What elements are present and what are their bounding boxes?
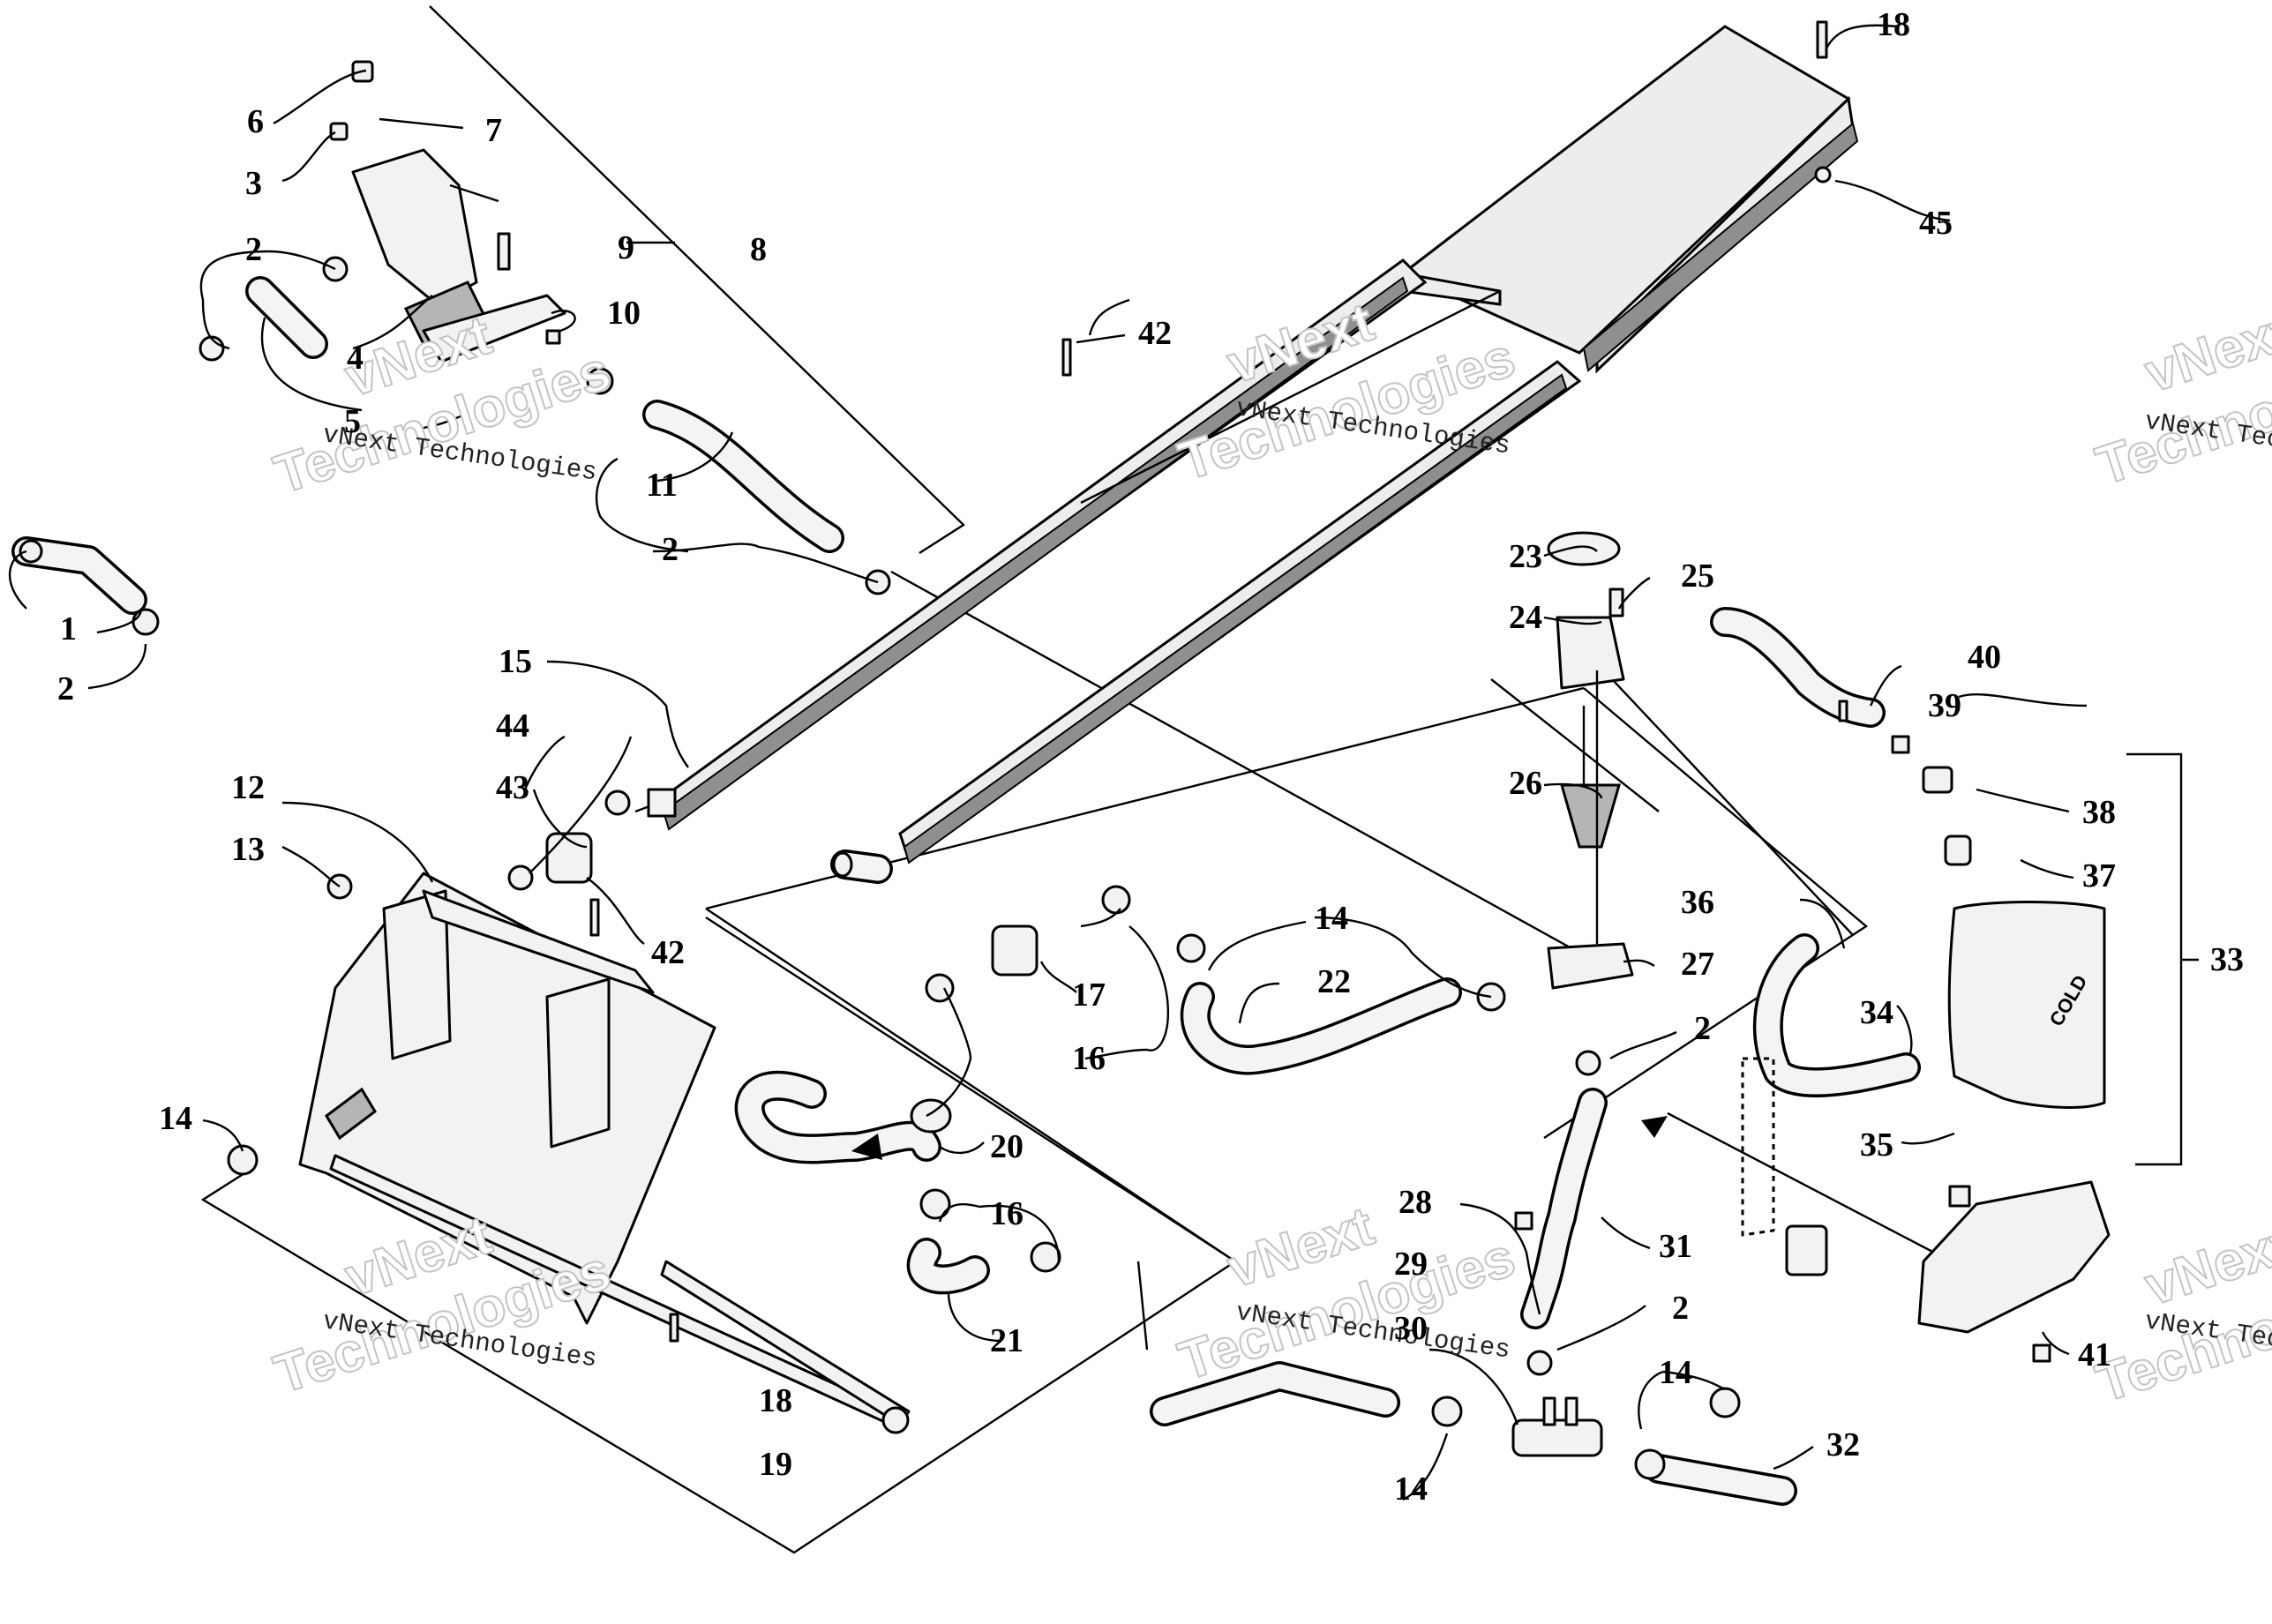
callout-18: 18: [759, 1382, 792, 1419]
callout-14: 14: [1659, 1354, 1692, 1391]
callout-44: 44: [496, 707, 529, 745]
callout-25: 25: [1681, 558, 1714, 595]
callout-23: 23: [1509, 538, 1542, 575]
hoses: [11, 276, 1921, 1506]
callout-42: 42: [651, 934, 685, 971]
callout-2: 2: [662, 531, 679, 568]
fittings-and-clamps: [19, 20, 2111, 1480]
callout-33: 33: [2210, 941, 2244, 978]
callout-21: 21: [990, 1322, 1024, 1359]
leader-lines: [9, 24, 2088, 1501]
callout-14: 14: [1315, 900, 1348, 937]
callout-1: 1: [60, 610, 77, 647]
callout-31: 31: [1659, 1228, 1692, 1265]
callout-35: 35: [1860, 1126, 1893, 1164]
callout-36: 36: [1681, 884, 1714, 921]
callout-43: 43: [496, 769, 529, 806]
watermark-big-line-1: vNext: [2138, 1214, 2272, 1318]
callout-10: 10: [607, 295, 641, 332]
callout-39: 39: [1928, 687, 1961, 724]
callout-22: 22: [1317, 963, 1351, 1000]
callout-2: 2: [245, 231, 262, 268]
callout-labels: 1 2 2 2 2 2 3 4 5 6 7 8 9 10 11 12 13 14…: [57, 6, 2244, 1508]
callout-34: 34: [1860, 994, 1893, 1031]
callout-14: 14: [159, 1100, 192, 1137]
callout-15: 15: [499, 643, 532, 680]
callout-11: 11: [646, 467, 678, 504]
callout-18: 18: [1877, 6, 1910, 43]
callout-5: 5: [344, 403, 361, 440]
callout-8: 8: [750, 231, 767, 268]
callout-13: 13: [231, 831, 265, 868]
callout-24: 24: [1509, 599, 1542, 636]
callout-6: 6: [247, 103, 264, 140]
callout-28: 28: [1398, 1184, 1432, 1221]
callout-3: 3: [245, 165, 262, 202]
callout-12: 12: [231, 769, 265, 806]
callout-30: 30: [1394, 1310, 1428, 1347]
callout-14: 14: [1394, 1471, 1428, 1508]
callout-17: 17: [1072, 977, 1106, 1014]
callout-45: 45: [1919, 205, 1953, 242]
callout-26: 26: [1509, 765, 1542, 802]
callout-2: 2: [1672, 1290, 1689, 1327]
callout-27: 27: [1681, 946, 1714, 983]
callout-42: 42: [1138, 315, 1172, 352]
callout-40: 40: [1968, 639, 2001, 676]
callout-16: 16: [1072, 1040, 1106, 1077]
callout-19: 19: [759, 1446, 792, 1483]
callout-2: 2: [57, 670, 74, 707]
callout-9: 9: [618, 229, 634, 266]
radiator-rails: [634, 25, 1859, 884]
callout-38: 38: [2082, 794, 2116, 831]
callout-20: 20: [990, 1128, 1024, 1165]
bracket-assembly: [298, 872, 911, 1434]
callout-29: 29: [1394, 1246, 1428, 1283]
callout-2: 2: [1694, 1010, 1711, 1047]
callout-41: 41: [2078, 1336, 2111, 1373]
callout-32: 32: [1826, 1426, 1860, 1463]
callout-37: 37: [2082, 857, 2116, 894]
callout-16: 16: [990, 1195, 1024, 1232]
callout-7: 7: [485, 112, 502, 149]
callout-4: 4: [347, 340, 364, 377]
